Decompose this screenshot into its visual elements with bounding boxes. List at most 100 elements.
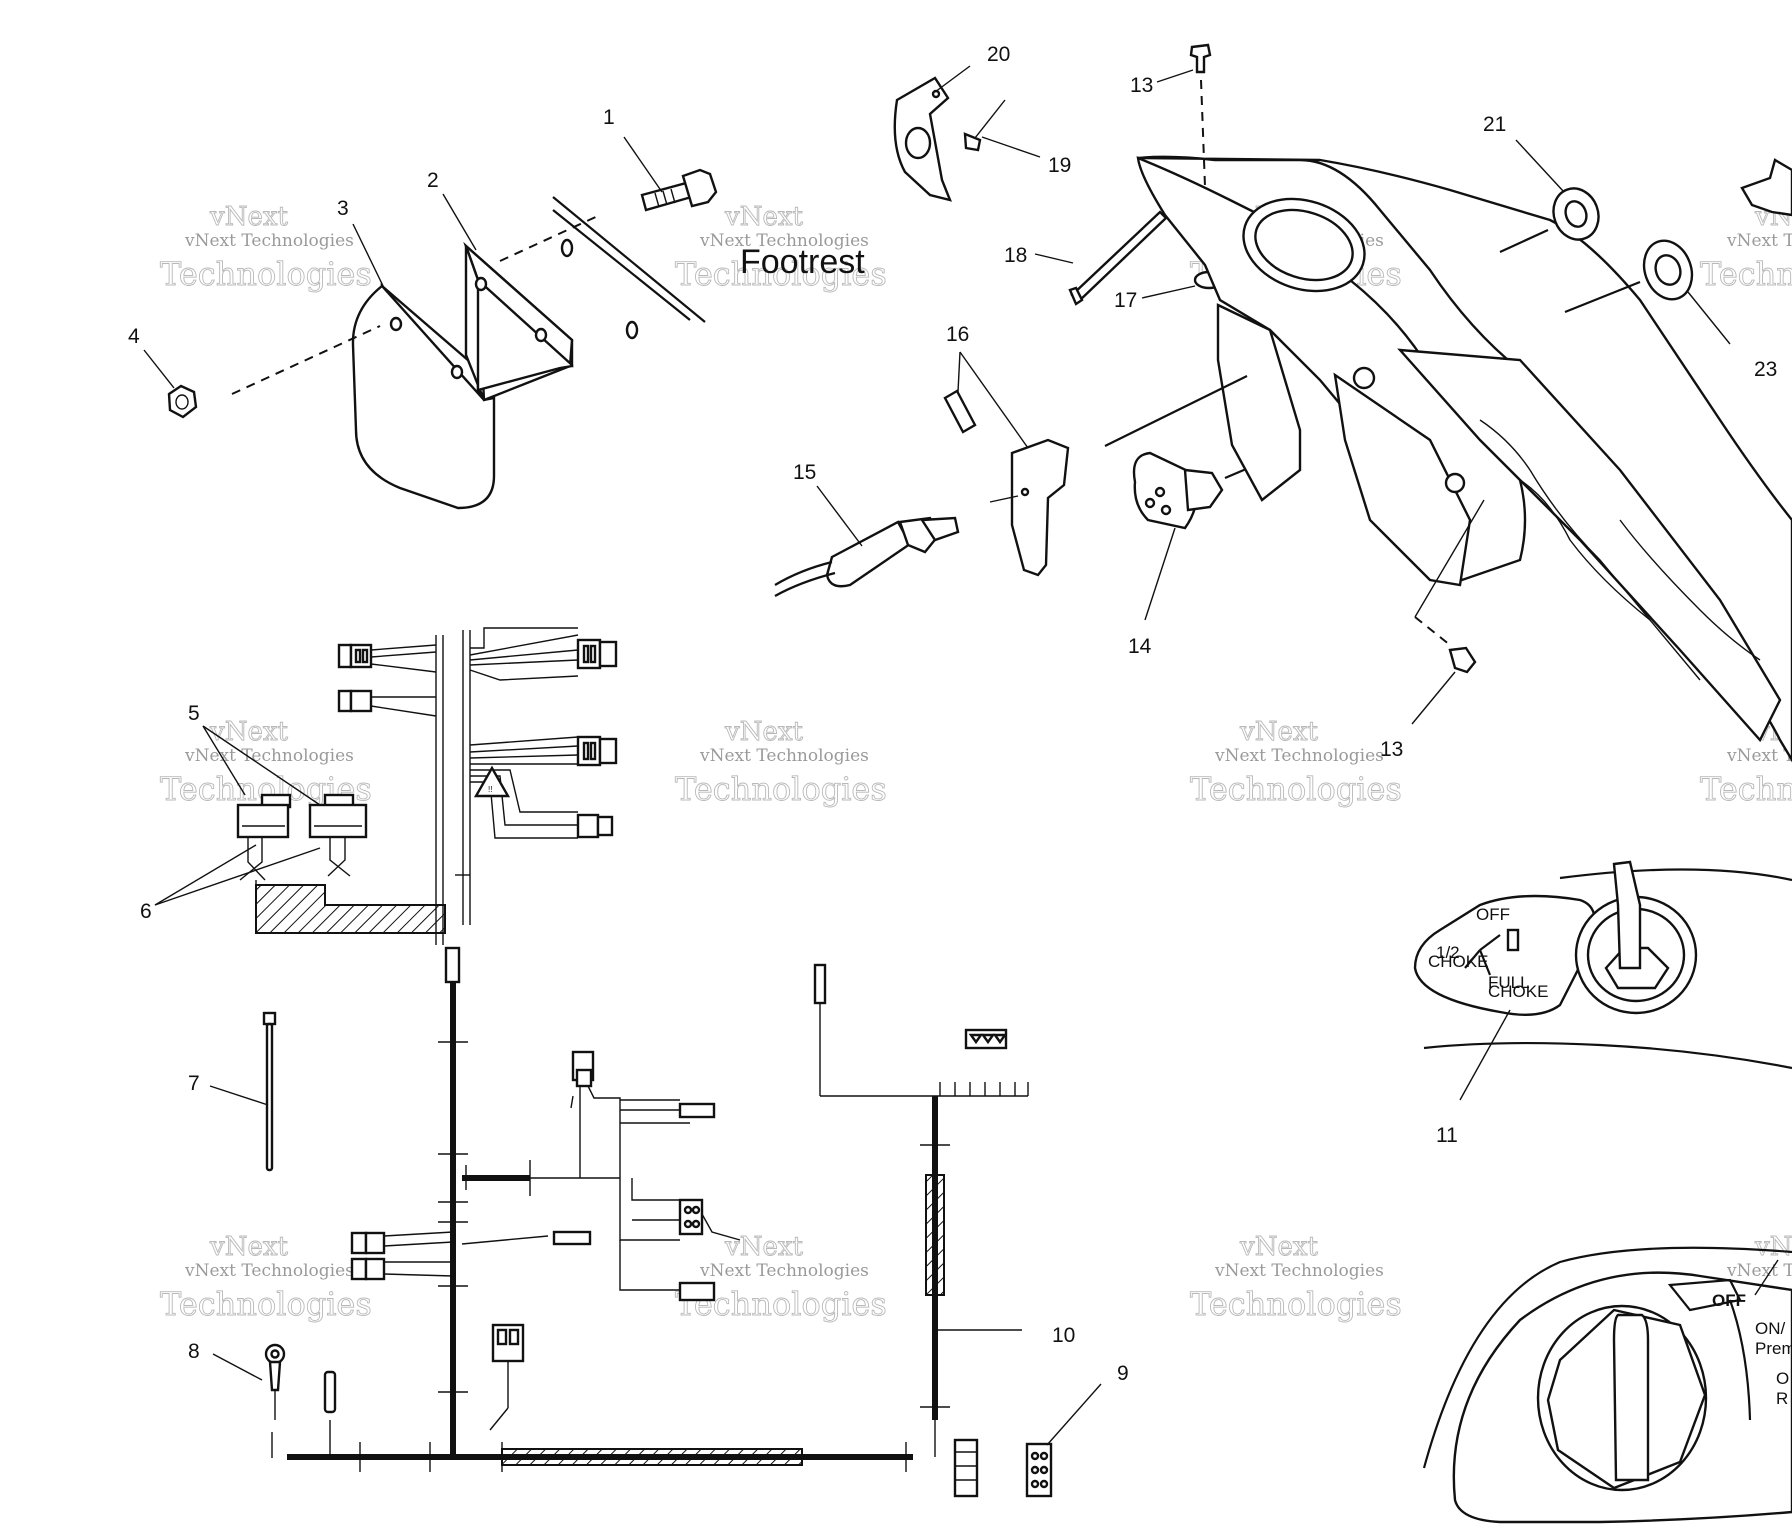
switch-connector [678,1198,704,1236]
connector-wire [370,663,437,673]
pad-hole [389,316,403,332]
strap-18-end [1068,286,1084,306]
console-styling-line [1479,419,1701,681]
fuse-holder [678,1102,716,1119]
harness-end-connector [953,1438,979,1498]
watermark-tech-text: Technologies [1700,770,1792,808]
callout-16: 16 [946,323,969,346]
console-assembly: 13 17 13 21 [1104,43,1792,763]
ignition-r-label: R [1776,1389,1788,1408]
callout-15: 15 [793,461,816,484]
leader-1 [623,136,663,193]
dash-outline-line [1423,1041,1792,1070]
connector-mid-right [469,735,618,767]
connector-housing [364,1257,386,1281]
leader-16 [957,351,961,393]
connector-pin [361,648,369,664]
watermark-vnext-text: vNext [209,202,288,232]
ecu-box-left [236,793,292,839]
assembly-dashed-line [499,214,601,262]
watermark-9: vNext Technologies vNext Technologies [160,1232,373,1324]
pin-16 [943,389,977,434]
leader-21 [1515,139,1565,193]
watermark-vnext-text: vNext [1239,717,1318,747]
nut-23-inner [1654,254,1682,286]
watermark-small-text: vNext Technologies [184,746,354,766]
watermark-small-text: vNext Technologies [1214,746,1384,766]
screw-13-top [1189,43,1212,74]
choke-off-label: OFF [1476,905,1510,924]
watermark-vnext-text: vNext [209,1232,288,1262]
spacer-hole [474,276,488,292]
connector-wire [469,649,579,661]
small-connector [552,1230,592,1246]
gauge-ring-inner [1254,208,1354,282]
watermark-tech-text: Technologies [1190,1285,1402,1323]
branch-wire [619,1178,680,1241]
spacer-front [476,277,574,392]
screw-19 [963,132,982,152]
console-mount-hole [1444,472,1466,494]
switch-connector-pin [683,1205,693,1215]
leader-8 [212,1353,263,1381]
middle-components: 20 19 18 16 15 14 [774,43,1287,658]
switch-wire [701,1213,741,1241]
switch-connector-pin [691,1219,701,1229]
leader-13-top [1156,69,1194,83]
callout-4: 4 [128,325,140,348]
watermark-tech-text: Technologies [160,255,372,293]
callout-19: 19 [1048,154,1071,177]
callout-5: 5 [188,702,200,725]
connector-mid-left [350,1231,454,1281]
connector-pin [589,644,597,664]
watermark-10: vNext Technologies vNext Technologies [675,1232,888,1324]
callout-2: 2 [427,169,439,192]
washer [625,320,639,340]
callout-11: 11 [1436,1124,1458,1147]
connector-housing [349,689,373,713]
callout-7: 7 [188,1072,200,1095]
screw-13-lower-dashed [1414,616,1451,646]
footrest-label: Footrest [740,243,865,281]
connector-housing [598,737,618,765]
ring-terminal-hole [270,1349,280,1359]
watermark-small-text: vNext Technologies [1214,1261,1384,1281]
connector-housing [350,1257,368,1281]
leader-2 [442,193,477,251]
leader-20 [934,65,971,93]
washer [560,238,574,258]
connector-housing [576,813,600,839]
choke-plate [1413,894,1597,1016]
leader-7 [209,1085,269,1106]
connector-9-pin [1039,1465,1049,1475]
leader-5 [202,725,246,796]
warning-triangle-icon [473,765,511,798]
choke-full-word-label: CHOKE [1488,982,1548,1001]
watermark-tech-text: Technologies [160,1285,372,1323]
callout-13-lower: 13 [1380,738,1403,761]
connector-wire [370,651,437,658]
spacer-hole [534,327,548,343]
multi-connector-pin [968,1033,984,1045]
footrest-rail-line [552,209,691,321]
leader-6 [154,844,257,906]
watermark-small-text: vNext Technologies [699,231,869,251]
watermark-4: vNext Technologies vNext Technologies [1700,202,1792,294]
callout-13-top: 13 [1130,74,1153,97]
bolt-head [681,168,718,208]
connector-9-pin [1030,1465,1040,1475]
connector-wire [469,736,579,746]
watermark-tech-text: Technologies [1190,770,1402,808]
watermark-7: vNext Technologies vNext Technologies [1190,717,1403,809]
leader-18 [1034,253,1074,264]
connector-pin [582,741,590,761]
choke-knob-handle [1612,860,1642,970]
switch-15-wire [774,571,836,597]
connector-9-pin [1039,1451,1049,1461]
connector-wire [470,627,578,649]
relay-connector-base [575,1068,593,1088]
ignition-on-label: ON/ [1755,1319,1786,1338]
console-styling-line [1519,479,1651,621]
wiring-harness: !! 5 6 [140,627,1129,1498]
